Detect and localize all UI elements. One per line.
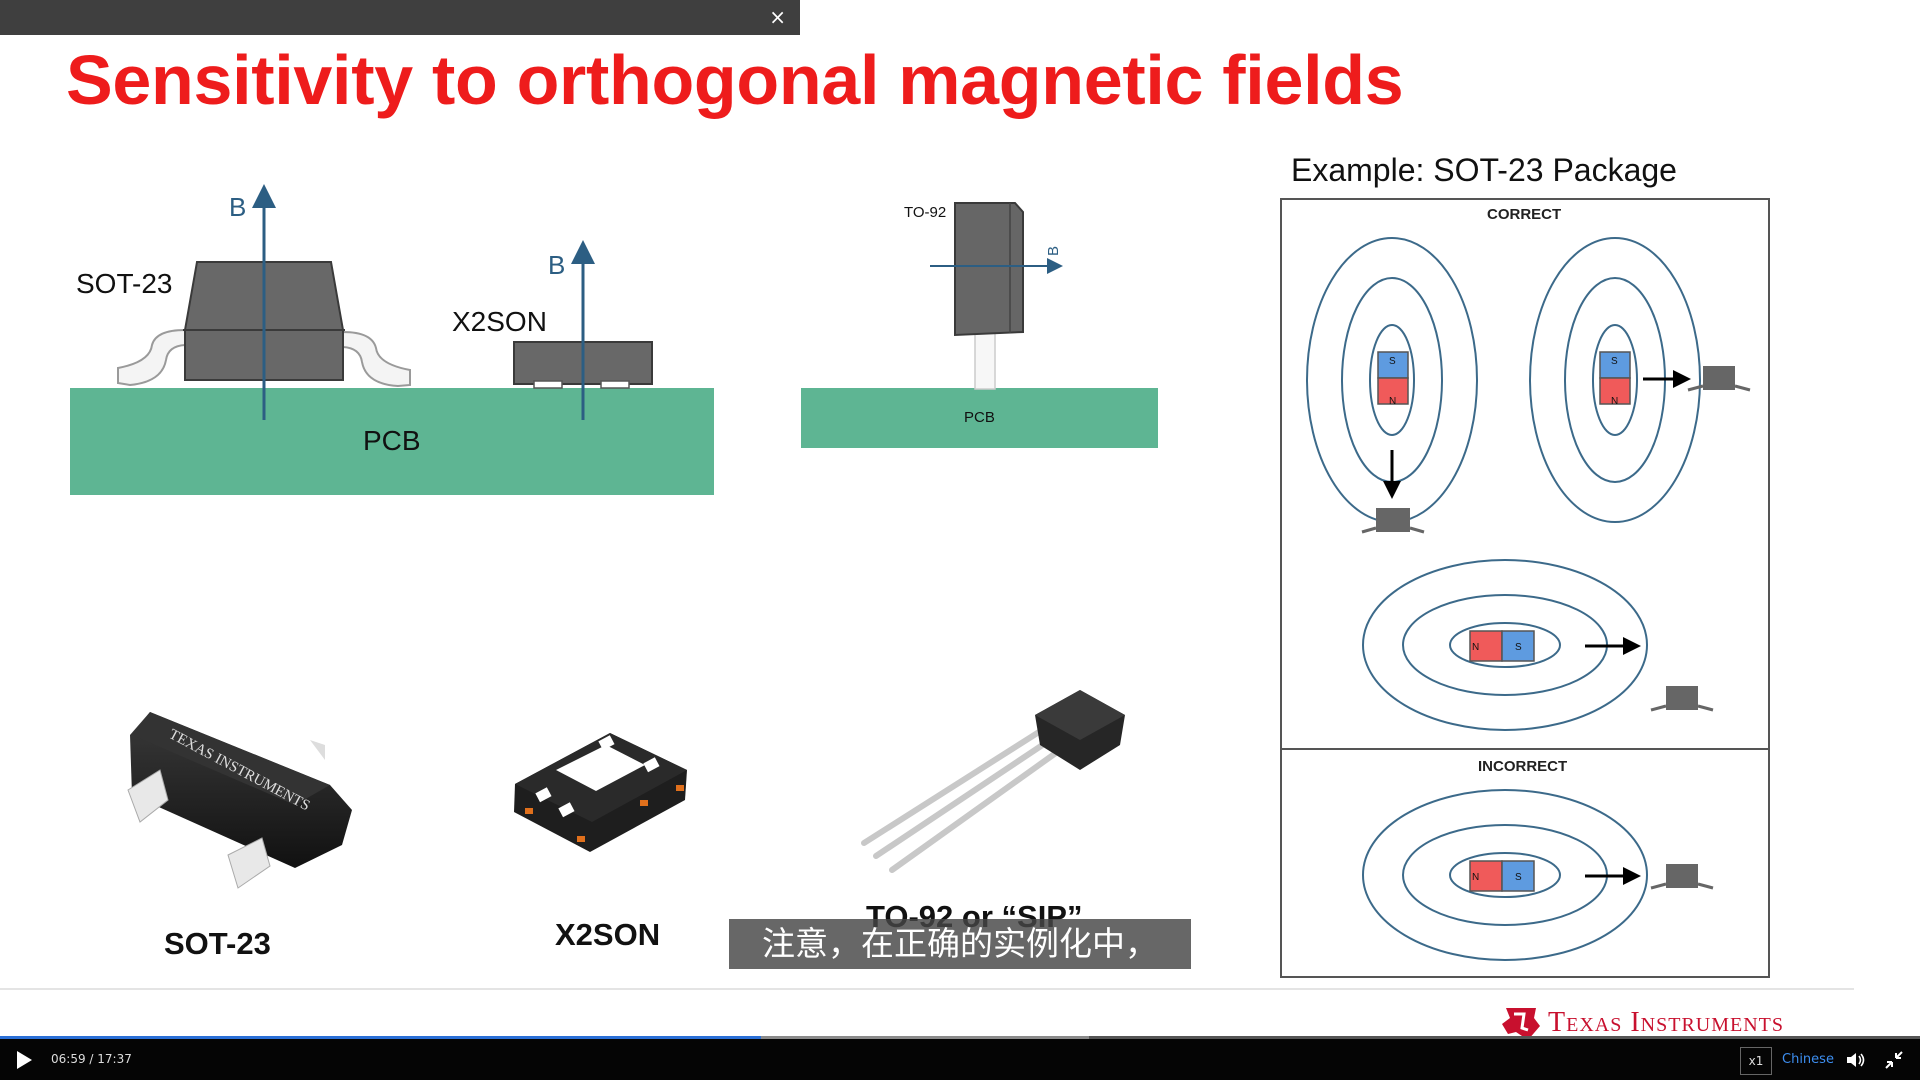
x2son-diagram-label: X2SON xyxy=(452,306,547,337)
playback-speed-button[interactable]: x1 xyxy=(1740,1047,1772,1075)
sot23-photo-label: SOT-23 xyxy=(164,926,271,961)
example-title: Example: SOT-23 Package xyxy=(1291,152,1677,188)
x2son-photo-label: X2SON xyxy=(555,917,660,952)
play-icon[interactable] xyxy=(12,1049,36,1071)
svg-text:N: N xyxy=(1389,396,1396,407)
pcb-diagram-to92 xyxy=(801,202,1158,448)
slide-title: Sensitivity to orthogonal magnetic field… xyxy=(66,41,1404,119)
b-vector-label-to92: B xyxy=(1045,246,1062,256)
texas-instruments-logo: Texas Instruments xyxy=(1500,1003,1784,1043)
pcb-diagram-left xyxy=(70,184,714,495)
progress-bar[interactable] xyxy=(0,1036,1920,1039)
magnet-s-1 xyxy=(1377,351,1409,379)
pcb-board xyxy=(70,388,714,495)
to92-diagram-label: TO-92 xyxy=(904,204,946,221)
svg-text:N: N xyxy=(1472,642,1479,653)
pcb-label: PCB xyxy=(363,425,421,456)
sensor-3 xyxy=(1666,686,1698,710)
b-vector-label-sot23: B xyxy=(229,192,246,222)
svg-text:S: S xyxy=(1389,356,1396,367)
fullscreen-exit-icon[interactable] xyxy=(1884,1050,1904,1070)
sensor-4 xyxy=(1666,864,1698,888)
magnet-s-4 xyxy=(1501,860,1535,892)
player-control-bar xyxy=(0,1038,1920,1080)
magnet-n-3 xyxy=(1469,630,1503,662)
to92-photo xyxy=(861,690,1125,873)
ti-logo-icon xyxy=(1502,1008,1540,1040)
example-box xyxy=(1280,198,1770,978)
magnet-n-1 xyxy=(1377,377,1409,405)
close-icon[interactable]: × xyxy=(769,5,786,29)
sensor-1 xyxy=(1376,508,1410,532)
svg-text:N: N xyxy=(1611,396,1618,407)
magnet-n-4 xyxy=(1469,860,1503,892)
pcb-label-small: PCB xyxy=(964,409,995,426)
sot23-photo: TEXAS INSTRUMENTS xyxy=(127,712,352,889)
to92-body xyxy=(954,202,1024,337)
sot23-lead-left xyxy=(117,328,186,387)
footer-divider xyxy=(0,988,1854,990)
pcb-board-small xyxy=(801,388,1158,448)
magnet-s-2 xyxy=(1599,351,1631,379)
sot23-lead-right xyxy=(342,330,411,388)
sensor-2 xyxy=(1703,366,1735,390)
volume-icon[interactable] xyxy=(1845,1050,1867,1070)
subtitle-language-button[interactable]: Chinese xyxy=(1782,1052,1834,1067)
incorrect-heading: INCORRECT xyxy=(1478,758,1567,775)
sot23-diagram-label: SOT-23 xyxy=(76,268,172,299)
subtitle-caption: 注意，在正确的实例化中， xyxy=(729,919,1191,969)
svg-text:S: S xyxy=(1515,642,1522,653)
popup-title-bar: × xyxy=(0,0,800,35)
b-vector-label-x2son: B xyxy=(548,250,565,280)
time-display: 06:59 / 17:37 xyxy=(51,1052,132,1066)
svg-text:N: N xyxy=(1472,872,1479,883)
svg-text:S: S xyxy=(1611,356,1618,367)
magnet-n-2 xyxy=(1599,377,1631,405)
ti-logo-text: Texas Instruments xyxy=(1548,1007,1785,1038)
x2son-photo xyxy=(514,733,687,852)
svg-text:S: S xyxy=(1515,872,1522,883)
magnet-s-3 xyxy=(1501,630,1535,662)
correct-heading: CORRECT xyxy=(1487,206,1561,223)
progress-played xyxy=(0,1036,762,1039)
